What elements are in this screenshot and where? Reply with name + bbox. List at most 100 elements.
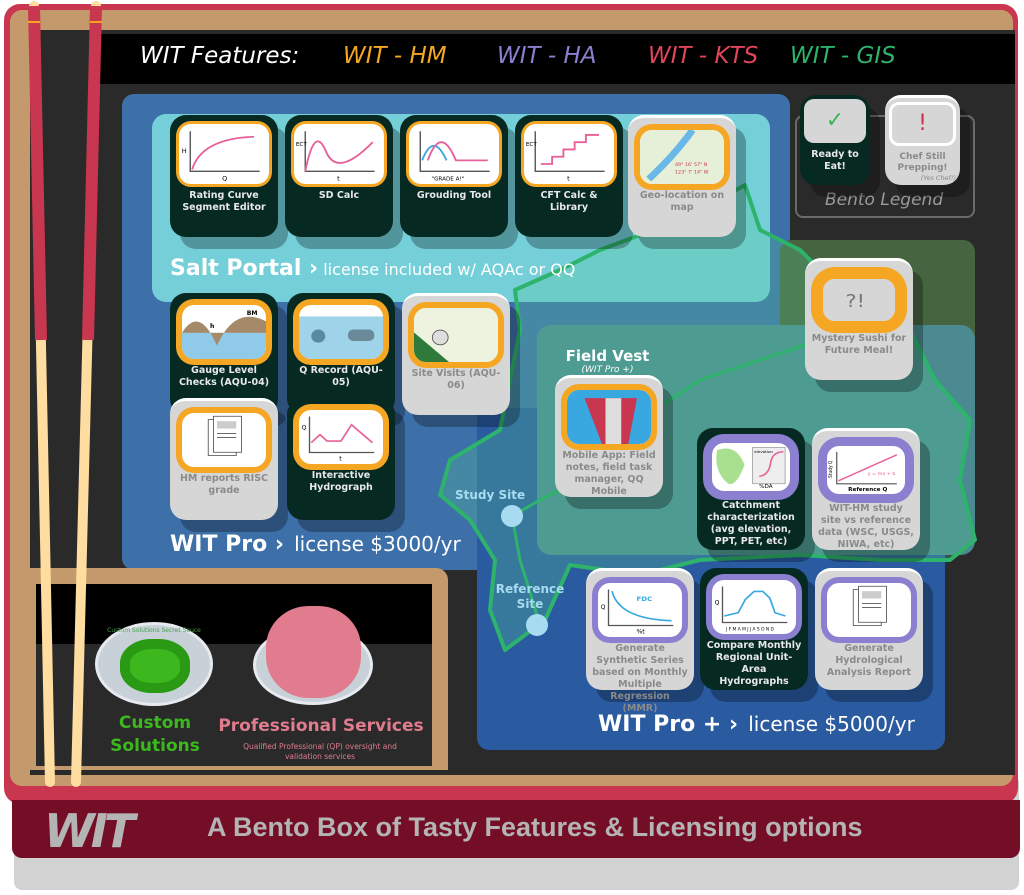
wit-logo: WIT (44, 804, 135, 858)
pe-stamp-icon (266, 606, 361, 698)
feature-hm: WIT - HM (343, 43, 447, 69)
chart-text: %t (637, 630, 646, 636)
chart-text: "GRADE A!" (432, 176, 465, 182)
tile-mystery[interactable]: ?! Mystery Sushi for Future Meal! (805, 258, 913, 380)
tile-monthly[interactable]: Q J F M A M J J A S O N D Compare Monthly … (700, 568, 808, 690)
condiments-shadow (36, 584, 432, 644)
tile-sitevisits[interactable]: Site Visits (AQU-06) (402, 293, 510, 415)
chart-text: ECT (296, 142, 308, 148)
secret-sauce-plate: Custom Solutions Secret Sauce (95, 622, 213, 706)
footer-banner: WIT A Bento Box of Tasty Features & Lice… (12, 800, 1020, 858)
tile-label: WIT-HM study site vs reference data (WSC… (818, 503, 914, 550)
chart-text: y = mx + b (868, 471, 896, 477)
vest-icon (567, 390, 651, 444)
tile-label: Geo-location on map (639, 190, 725, 213)
chart-text: Q (222, 174, 227, 182)
check-icon: ✓ (804, 99, 866, 143)
chart-text: Study Q (828, 460, 834, 478)
tile-label: Catchment characterization (avg elevatio… (707, 500, 795, 547)
tile-label: Mystery Sushi for Future Meal! (811, 333, 907, 356)
grade-curve-icon: "GRADE A!" (409, 124, 499, 184)
chart-text: Reference Q (848, 487, 888, 493)
field-vest-title: Field Vest (565, 347, 650, 365)
chart-text: t (337, 174, 340, 182)
chart-text: elevation (754, 449, 773, 454)
catchment-icon: elevation%DA (712, 443, 790, 491)
site-visit-icon (414, 308, 498, 362)
tile-study[interactable]: Study Q Reference Q y = mx + b WIT-HM study… (812, 428, 920, 550)
tile-label: Generate Hydrological Analysis Report (826, 643, 912, 678)
chart-text: J F M A M J J A S O N D (725, 627, 774, 632)
monthly-icon: Q J F M A M J J A S O N D (712, 580, 796, 634)
features-header: WIT Features: WIT - HM WIT - HA WIT - KT… (95, 34, 1015, 84)
feature-gis: WIT - GIS (790, 43, 896, 69)
chart-text: H (182, 147, 187, 155)
tile-catchment[interactable]: elevation%DA Catchment characterization (… (697, 428, 805, 550)
regression-icon: Study Q Reference Q y = mx + b (827, 446, 905, 494)
footer-tagline: A Bento Box of Tasty Features & Licensin… (207, 812, 863, 842)
tile-hmreports[interactable]: HM reports RISC grade (170, 398, 278, 520)
legend-prep-sub: (Yes Chef!) (920, 174, 956, 182)
mystery-icon: ?! (823, 279, 895, 321)
tile-label: Site Visits (AQU-06) (411, 368, 501, 391)
tile-sdcalc[interactable]: ECT t SD Calc (285, 115, 393, 237)
feature-kts: WIT - KTS (648, 43, 759, 69)
chart-text: FDC (637, 595, 653, 603)
chart-text: 123° 7' 14" W (675, 170, 709, 176)
report-icon (182, 413, 266, 467)
field-vest-subtitle: (WIT Pro +) (581, 365, 634, 375)
tier-license: license $5000/yr (748, 712, 915, 736)
legend-prep-label: Chef Still Prepping! (897, 152, 948, 173)
fdc-icon: Q %t FDC (598, 583, 682, 637)
custom-solutions-title: Custom Solutions (110, 713, 200, 756)
tier-license: license $3000/yr (294, 532, 461, 556)
tier-name: Salt Portal › (170, 256, 319, 281)
header-title: WIT Features: (140, 43, 300, 69)
q-record-icon (299, 305, 383, 359)
tile-qrecord[interactable]: Q Record (AQU-05) (287, 293, 395, 415)
chart-text: Q (715, 601, 720, 607)
tile-label: SD Calc (318, 190, 360, 201)
study-site-marker[interactable] (501, 505, 523, 527)
professional-services-desc: Qualified Professional (QP) oversight an… (243, 742, 397, 761)
chart-text: t (339, 457, 342, 463)
tile-label: Grouding Tool (416, 190, 492, 201)
tile-label: Interactive Hydrograph (309, 470, 373, 493)
legend-prep: ! Chef Still Prepping! (Yes Chef!) (885, 95, 960, 185)
professional-services-title: Professional Services (218, 716, 424, 736)
chart-text: Q (601, 605, 606, 611)
legend-title: Bento Legend (825, 190, 944, 210)
tile-label: CFT Calc & Library (540, 190, 598, 213)
legend-ready: ✓ Ready to Eat! (800, 95, 870, 185)
river-line (510, 515, 539, 616)
tile-label: Compare Monthly Regional Unit-Area Hydro… (706, 640, 802, 687)
tile-mmr[interactable]: Q %t FDC Generate Synthetic Series based on… (586, 568, 694, 714)
report-icon (827, 583, 911, 637)
chart-text: t (567, 174, 570, 182)
legend-ready-label: Ready to Eat! (811, 149, 859, 172)
tile-grouding[interactable]: "GRADE A!" Grouding Tool (400, 115, 508, 237)
field-vest-heading: Field Vest (WIT Pro +) (555, 347, 660, 375)
exclamation-icon: ! (889, 102, 956, 146)
tile-label: Generate Synthetic Series based on Month… (592, 643, 688, 714)
reference-site-marker[interactable] (526, 614, 548, 636)
tile-report[interactable]: Generate Hydrological Analysis Report (815, 568, 923, 690)
tier-name: WIT Pro + › (598, 712, 739, 737)
tier-name: WIT Pro › (170, 532, 284, 557)
tile-label: Mobile App: Field notes, field task mana… (562, 450, 656, 497)
chart-text: ?! (846, 291, 866, 312)
tile-label: HM reports RISC grade (179, 473, 269, 496)
tile-fieldvest[interactable]: Mobile App: Field notes, field task mana… (555, 375, 663, 497)
wasabi-icon (120, 639, 190, 693)
plate-text: Custom Solutions Secret Sauce (107, 627, 201, 634)
tile-label: Gauge Level Checks (AQU-04) (178, 365, 270, 388)
